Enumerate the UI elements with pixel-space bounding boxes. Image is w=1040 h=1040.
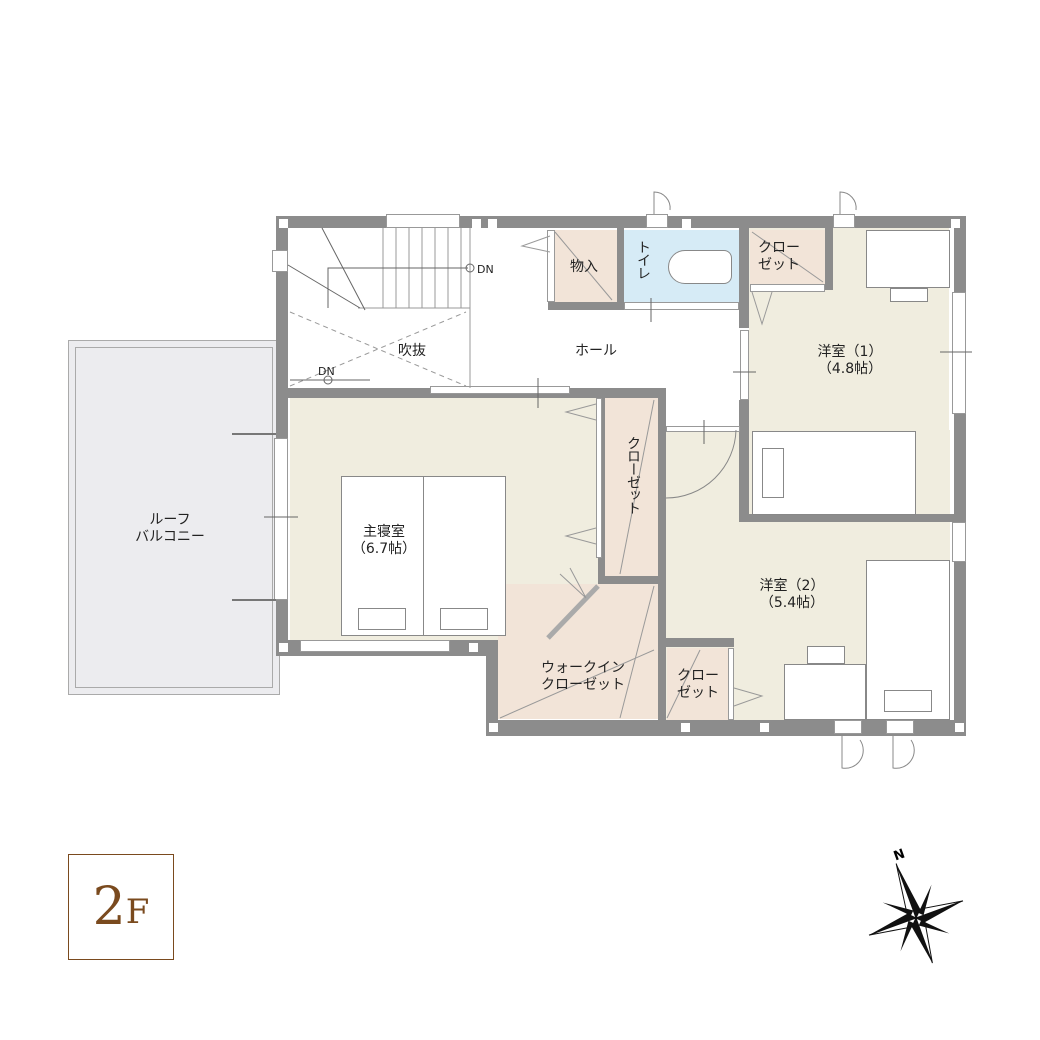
door-toilet-sliding[interactable] <box>624 302 739 310</box>
floor-badge: 2 F <box>68 854 174 960</box>
window-master-left <box>274 438 288 600</box>
post <box>469 643 478 652</box>
roof-balcony-label: ルーフ バルコニー <box>135 512 205 545</box>
bed-room2 <box>866 560 950 720</box>
pillow <box>440 608 488 630</box>
roof-balcony <box>68 340 280 695</box>
wall-storage-right <box>617 228 624 310</box>
pillow-room2 <box>884 690 932 712</box>
wall-room1-left <box>739 400 749 522</box>
post <box>488 219 497 228</box>
walk-in-closet-label: ウォークイン クローゼット <box>541 660 625 693</box>
compass-rose-icon <box>868 863 964 964</box>
wall-walkin-left <box>486 640 498 736</box>
desk-room1 <box>866 230 950 288</box>
wall-closet-w2-top <box>664 638 734 647</box>
closet-top-doors[interactable] <box>750 284 825 292</box>
hall-label: ホール <box>575 343 617 359</box>
desk-room2 <box>784 664 866 720</box>
post <box>279 219 288 228</box>
western-room-2-label: 洋室（2） （5.4帖） <box>759 578 825 611</box>
chair-room1 <box>890 288 928 302</box>
hall-lower <box>665 390 741 430</box>
door-master-sliding[interactable] <box>430 386 570 394</box>
window-master-bottom <box>300 640 450 652</box>
door-room1-sliding[interactable] <box>740 330 749 400</box>
wall-toilet-right <box>739 228 749 328</box>
window-toilet <box>646 214 668 228</box>
door-room2[interactable] <box>666 426 740 432</box>
window-top-stairs <box>386 214 460 228</box>
wall-room1-bottom <box>739 514 954 522</box>
toilet-label: トイレ <box>635 240 651 279</box>
floor-unit: F <box>125 892 150 932</box>
storage-label: 物入 <box>570 259 598 275</box>
western-room-1-label: 洋室（1） （4.8帖） <box>817 344 883 377</box>
storage <box>555 230 617 302</box>
closet-top-label: クロー ゼット <box>758 240 800 273</box>
post <box>681 723 690 732</box>
pillow-room1 <box>762 448 784 498</box>
post <box>955 723 964 732</box>
closet-w2-doors[interactable] <box>728 648 734 720</box>
void-label: 吹抜 <box>398 343 426 359</box>
toilet-fixture <box>668 250 732 284</box>
window-room2-bottom-b <box>886 720 914 734</box>
dn-label-upper: DN <box>477 263 494 276</box>
window-room2-right <box>952 522 966 562</box>
wall-closet-master-bottom <box>598 576 660 584</box>
wall-storage-bottom <box>548 302 618 310</box>
window-stairs-left <box>272 250 288 272</box>
post <box>472 219 481 228</box>
post <box>279 643 288 652</box>
post <box>760 723 769 732</box>
closet-w2 <box>667 648 729 720</box>
storage-doors[interactable] <box>547 230 555 302</box>
dn-label-lower: DN <box>318 365 335 378</box>
post <box>951 219 960 228</box>
master-bedroom-label: 主寝室 （6.7帖） <box>351 524 417 557</box>
compass: N <box>860 847 970 968</box>
chair-room2 <box>807 646 845 664</box>
post <box>682 219 691 228</box>
stair-void-area <box>288 228 473 390</box>
window-room1-top <box>833 214 855 228</box>
floor-number: 2 <box>92 877 126 937</box>
post <box>489 723 498 732</box>
wall-closet-master-right <box>658 388 666 728</box>
wall-closet-top-right <box>825 228 833 290</box>
window-room1-right <box>952 292 966 414</box>
window-room2-bottom-a <box>834 720 862 734</box>
closet-master-doors[interactable] <box>596 398 602 558</box>
closet-master-label: クローゼット <box>625 436 641 514</box>
closet-w2-label: クロー ゼット <box>677 668 719 701</box>
pillow <box>358 608 406 630</box>
